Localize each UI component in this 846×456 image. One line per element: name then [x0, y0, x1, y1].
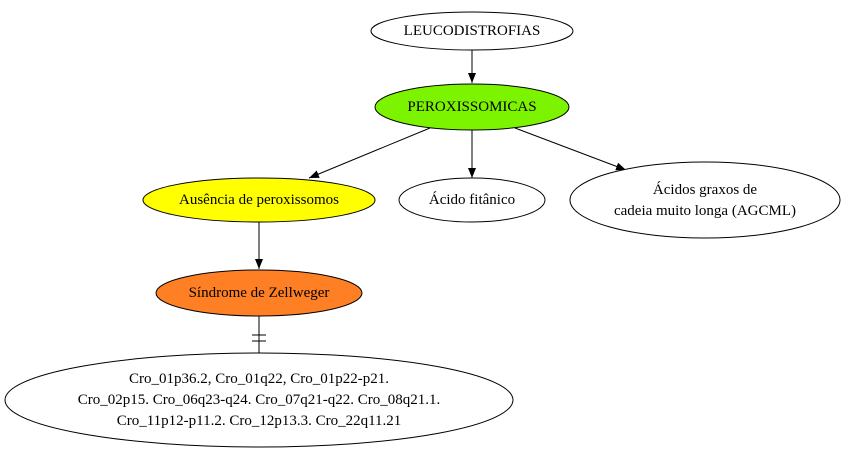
node-ausencia-label: Ausência de peroxissomos: [179, 192, 339, 208]
node-agcml-label-line-1: Ácidos graxos de: [653, 181, 757, 198]
node-leucodistrofias-shape: [370, 11, 574, 51]
node-zellweger-label: Síndrome de Zellweger: [189, 285, 330, 301]
node-agcml-label-line-2: cadeia muito longa (AGCML): [614, 203, 796, 219]
node-peroxissomicas-shape: [374, 83, 570, 131]
node-fitanico: Ácido fitânico: [398, 177, 546, 223]
edge-peroxissomicas-ausencia: [308, 127, 431, 179]
node-cromossomos: Cro_01p36.2, Cro_01q22, Cro_01p22-p21. C…: [4, 352, 514, 448]
node-fitanico-shape: [398, 177, 546, 223]
node-ausencia: Ausência de peroxissomos: [142, 177, 376, 223]
node-zellweger: Síndrome de Zellweger: [155, 269, 363, 317]
node-agcml: Ácidos graxos de cadeia muito longa (AGC…: [569, 161, 841, 239]
node-cromossomos-label-line-1: Cro_01p36.2, Cro_01q22, Cro_01p22-p21.: [129, 371, 389, 387]
node-cromossomos-label-line-3: Cro_11p12-p11.2. Cro_12p13.3. Cro_22q11.…: [117, 413, 402, 429]
edge-peroxissomicas-agcml: [514, 127, 627, 171]
node-peroxissomicas: PEROXISSOMICAS: [374, 83, 570, 131]
node-ausencia-shape: [142, 177, 376, 223]
node-leucodistrofias-label: LEUCODISTROFIAS: [404, 23, 541, 39]
node-cromossomos-shape: [4, 352, 514, 448]
node-leucodistrofias: LEUCODISTROFIAS: [370, 11, 574, 51]
node-zellweger-shape: [155, 269, 363, 317]
node-fitanico-label: Ácido fitânico: [429, 191, 515, 208]
node-agcml-shape: [569, 161, 841, 239]
edge-tee-marker: [252, 334, 266, 342]
node-cromossomos-label-line-2: Cro_02p15. Cro_06q23-q24. Cro_07q21-q22.…: [78, 392, 441, 408]
node-peroxissomicas-label: PEROXISSOMICAS: [407, 99, 536, 115]
